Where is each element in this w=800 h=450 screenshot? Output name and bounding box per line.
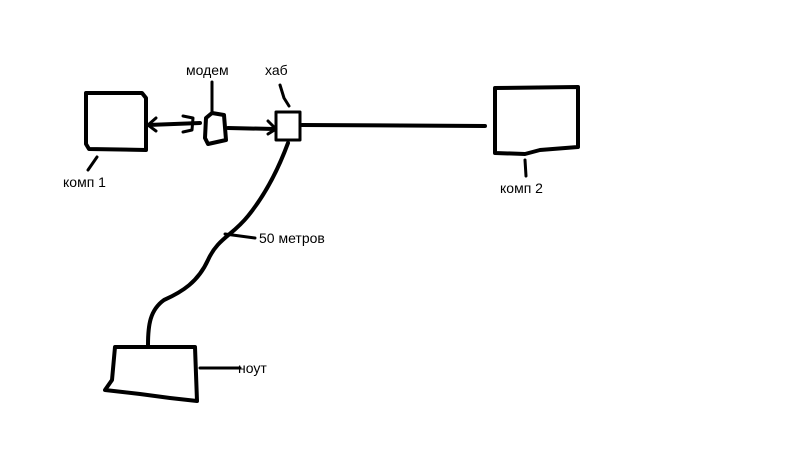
distance-label: 50 метров xyxy=(259,230,325,246)
comp2-label: комп 2 xyxy=(500,180,543,196)
modem-hub-link xyxy=(226,126,277,131)
modem-box xyxy=(203,111,228,146)
modem-label: модем xyxy=(186,62,229,78)
comp1-box xyxy=(84,91,148,152)
comp1-arrowhead xyxy=(146,116,158,133)
comp2-box xyxy=(493,85,580,156)
hub-leader xyxy=(278,83,291,108)
hub-box xyxy=(274,110,302,142)
hub-comp2-link xyxy=(300,123,487,128)
hub-laptop-cable xyxy=(146,141,290,347)
hub-label: хаб xyxy=(265,62,288,78)
comp1-leader xyxy=(86,155,99,172)
modem-arrowhead xyxy=(181,114,195,134)
distance-leader xyxy=(223,232,257,240)
comp1-label: комп 1 xyxy=(63,174,106,190)
comp2-leader xyxy=(523,158,528,178)
laptop-box xyxy=(103,345,199,403)
laptop-label: ноут xyxy=(238,360,267,376)
